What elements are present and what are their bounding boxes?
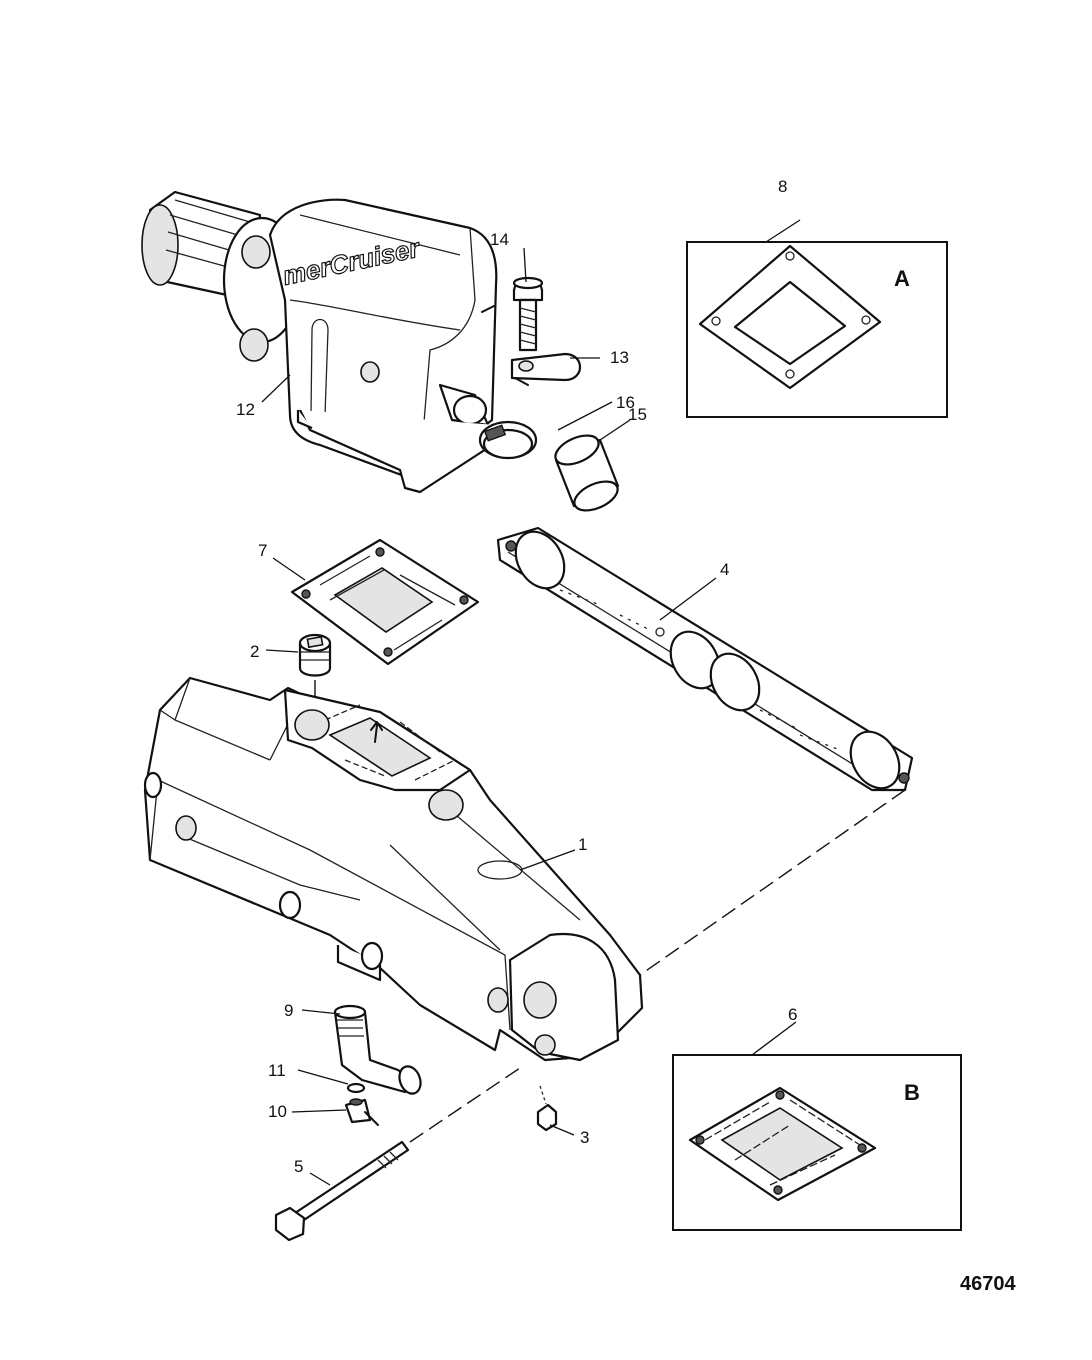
long-bolt-part-5 [274,1140,410,1242]
document-number: 46704 [960,1273,1016,1295]
manifold-gasket-part-4 [496,526,914,792]
inset-box-a [686,241,948,418]
callout-13: 13 [610,348,629,367]
hose-part-15 [554,434,620,512]
exhaust-elbow-part-12: merCruiser [141,190,502,494]
hose-clamp-part-16 [478,420,538,460]
drain-plug-part-10 [344,1098,379,1126]
o-ring-part-11 [346,1082,366,1094]
callout-8: 8 [778,177,787,196]
callout-7: 7 [258,541,267,560]
inset-a-label: A [894,266,910,291]
callout-1: 1 [578,835,587,854]
callout-15: 15 [628,405,647,424]
inset-box-b [672,1054,962,1231]
callout-12: 12 [236,400,255,419]
callout-3: 3 [580,1128,589,1147]
alignment-line-bolt [409,1067,521,1143]
callout-6: 6 [788,1005,797,1024]
inset-b-label: B [904,1080,920,1105]
alignment-line-gasket [639,789,906,976]
bolt-part-14 [512,276,544,352]
callout-4: 4 [720,560,729,579]
clamp-part-13 [510,352,581,386]
callout-14: 14 [490,230,509,249]
nut-part-3 [536,1085,558,1132]
exhaust-manifold-part-1 [143,676,644,1062]
callout-16: 16 [616,393,635,412]
elbow-gasket-part-7 [290,538,480,666]
callout-9: 9 [284,1001,293,1020]
callout-2: 2 [250,642,259,661]
pipe-plug-part-2 [298,633,332,710]
callout-11: 11 [268,1061,286,1080]
elbow-fitting-part-9 [333,1004,422,1095]
callout-5: 5 [294,1157,303,1176]
callout-10: 10 [268,1102,287,1121]
